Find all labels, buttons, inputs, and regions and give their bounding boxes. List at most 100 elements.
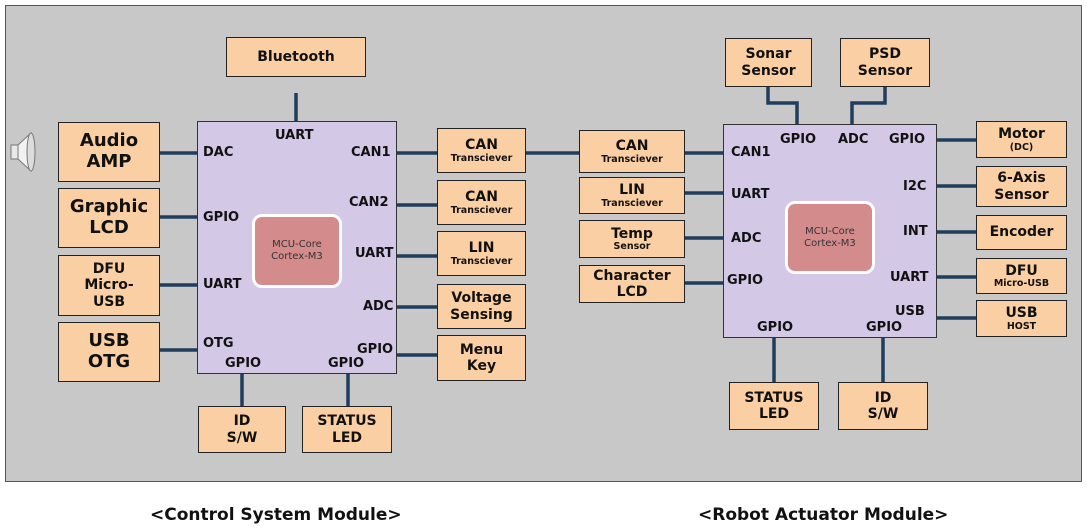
- r-can-main: CAN: [615, 138, 649, 155]
- r-id-line2: S/W: [867, 406, 899, 422]
- can-transceiver-2-box: CAN Transciever: [437, 180, 526, 225]
- dfu-line3: USB: [92, 293, 126, 310]
- usb-host-main: USB: [1005, 305, 1038, 322]
- axis-line2: Sensor: [994, 186, 1049, 203]
- pin-uart: UART: [203, 277, 242, 292]
- r-pin-adc: ADC: [731, 231, 762, 246]
- dfu-line2: Micro-: [84, 277, 134, 294]
- lin-transceiver-box: LIN Transciever: [437, 231, 526, 276]
- r-pin-can1: CAN1: [731, 145, 771, 160]
- core-line2: Cortex-M3: [271, 251, 323, 262]
- menu-line1: Menu: [459, 341, 504, 358]
- axis-line1: 6-Axis: [997, 170, 1046, 187]
- status-line2: LED: [331, 429, 363, 446]
- temp-sensor-box: Temp Sensor: [579, 220, 685, 258]
- usb-line2: OTG: [87, 351, 131, 372]
- r-can-sub: Transciever: [601, 153, 663, 165]
- temp-sub: Sensor: [613, 241, 651, 253]
- caption-control-system: <Control System Module>: [150, 505, 402, 525]
- sonar-sensor-box: Sonar Sensor: [725, 38, 812, 87]
- audio-amp-box: Audio AMP: [58, 122, 160, 182]
- r-dfu-box: DFU Micro-USB: [976, 258, 1067, 294]
- r-lin-main: LIN: [619, 182, 645, 199]
- pin-can2: CAN2: [349, 195, 389, 210]
- temp-main: Temp: [611, 225, 653, 242]
- menu-line2: Key: [466, 358, 497, 374]
- usb-host-box: USB HOST: [976, 300, 1067, 337]
- pin-gpio: GPIO: [203, 210, 240, 225]
- speaker-icon: [10, 131, 36, 173]
- core-line1: MCU-Core: [272, 239, 322, 250]
- r-pin-gpio-bottom-left: GPIO: [757, 320, 794, 335]
- r-pin-adc-top: ADC: [838, 132, 869, 147]
- psd-sensor-box: PSD Sensor: [840, 38, 930, 87]
- voltage-line2: Sensing: [450, 306, 513, 323]
- can-transceiver-1-box: CAN Transciever: [437, 128, 526, 173]
- menu-key-box: Menu Key: [437, 335, 526, 381]
- lin-main: LIN: [468, 240, 495, 257]
- id-sw-box: ID S/W: [198, 406, 286, 453]
- char-line1: Character: [593, 267, 671, 284]
- graphic-lcd-box: Graphic LCD: [58, 188, 160, 248]
- six-axis-sensor-box: 6-Axis Sensor: [976, 166, 1067, 207]
- encoder-label: Encoder: [989, 224, 1054, 241]
- encoder-box: Encoder: [976, 215, 1067, 250]
- can1-main: CAN: [465, 137, 498, 154]
- r-pin-i2c: I2C: [903, 179, 927, 194]
- r-pin-int: INT: [903, 224, 928, 239]
- id-line2: S/W: [226, 429, 258, 446]
- audio-line1: Audio: [79, 130, 139, 152]
- caption-robot-actuator: <Robot Actuator Module>: [698, 505, 949, 525]
- motor-main: Motor: [998, 126, 1045, 143]
- dfu-line1: DFU: [92, 261, 126, 278]
- r-pin-uart-right: UART: [890, 270, 929, 285]
- bluetooth-label: Bluetooth: [257, 48, 335, 65]
- usb-line1: USB: [88, 330, 130, 352]
- r-status-line2: LED: [758, 406, 790, 422]
- r-lin-transceiver-box: LIN Transciever: [579, 177, 685, 214]
- status-led-box: STATUS LED: [302, 406, 392, 453]
- voltage-sensing-box: Voltage Sensing: [437, 284, 526, 329]
- r-id-sw-box: ID S/W: [838, 382, 928, 430]
- usb-otg-box: USB OTG: [58, 322, 160, 382]
- can1-sub: Transciever: [450, 152, 513, 164]
- sonar-line1: Sonar: [745, 46, 792, 63]
- r-pin-gpio-top-right: GPIO: [889, 132, 926, 147]
- motor-dc-box: Motor (DC): [976, 121, 1067, 158]
- sonar-line2: Sensor: [741, 62, 796, 79]
- actuator-mcu-core: MCU-Core Cortex-M3: [785, 201, 875, 274]
- control-mcu-core: MCU-Core Cortex-M3: [252, 214, 342, 288]
- r-dfu-sub: Micro-USB: [993, 278, 1050, 290]
- usb-host-sub: HOST: [1006, 320, 1037, 332]
- pin-uart-top: UART: [275, 128, 314, 143]
- motor-sub: (DC): [1009, 141, 1034, 153]
- r-status-line1: STATUS: [744, 389, 804, 406]
- psd-line1: PSD: [869, 46, 901, 63]
- pin-gpio-bottom-right: GPIO: [328, 356, 365, 371]
- r-core-line1: MCU-Core: [805, 225, 855, 237]
- r-pin-gpio-bottom-right: GPIO: [866, 320, 903, 335]
- audio-line2: AMP: [86, 151, 132, 172]
- status-line1: STATUS: [317, 413, 377, 430]
- id-line1: ID: [233, 413, 251, 430]
- r-pin-gpio-left: GPIO: [727, 273, 764, 288]
- r-lin-sub: Transciever: [601, 197, 663, 209]
- psd-line2: Sensor: [857, 62, 913, 79]
- pin-gpio-right: GPIO: [357, 342, 394, 357]
- pin-gpio-bottom-left: GPIO: [225, 356, 262, 371]
- graphic-line2: LCD: [89, 217, 129, 238]
- r-can-transceiver-box: CAN Transciever: [579, 130, 685, 173]
- r-pin-gpio-top: GPIO: [780, 132, 817, 147]
- can2-sub: Transciever: [450, 204, 513, 216]
- pin-can1: CAN1: [351, 145, 391, 160]
- bluetooth-box: Bluetooth: [226, 37, 366, 77]
- char-line2: LCD: [616, 284, 648, 300]
- wire-psd: [850, 87, 887, 124]
- pin-otg: OTG: [203, 336, 234, 351]
- r-pin-usb: USB: [895, 304, 925, 319]
- r-core-line2: Cortex-M3: [804, 237, 856, 249]
- pin-adc: ADC: [363, 299, 394, 314]
- pin-uart-right: UART: [355, 246, 394, 261]
- r-pin-uart: UART: [731, 187, 770, 202]
